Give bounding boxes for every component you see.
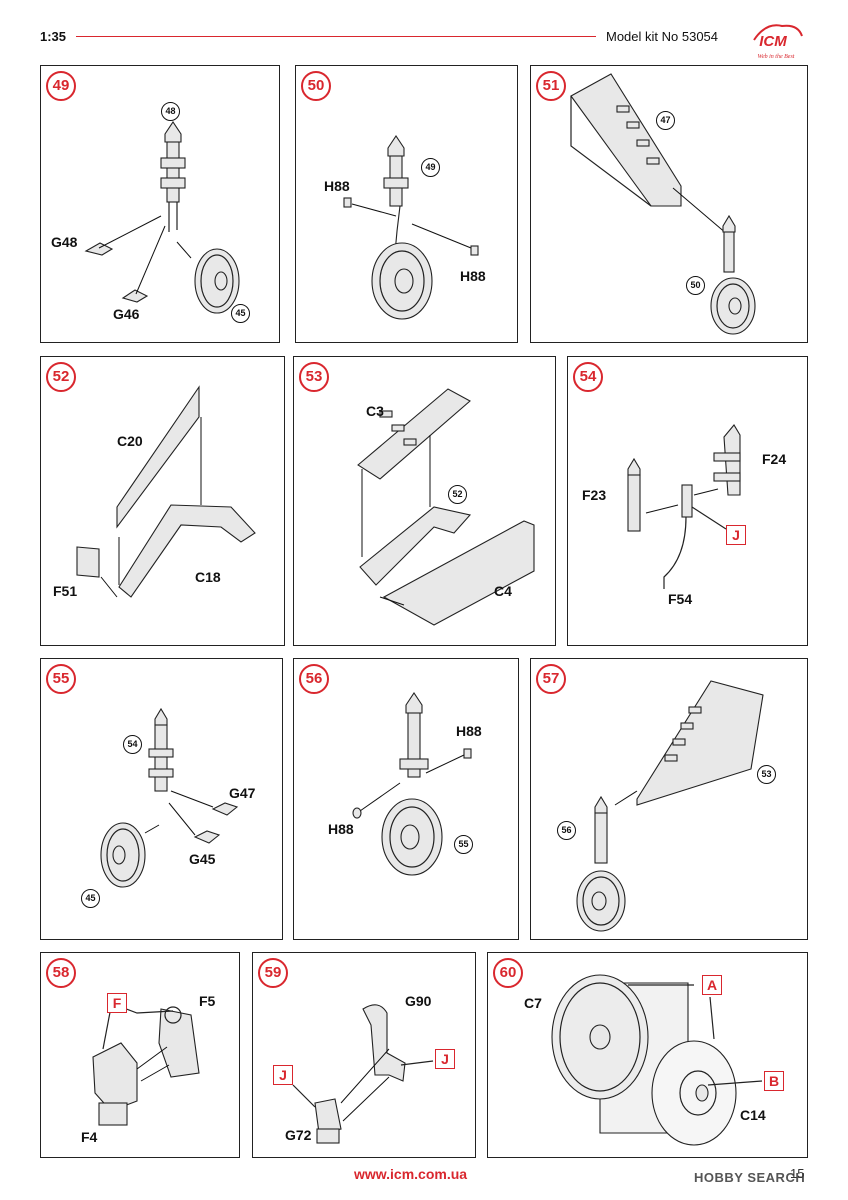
- ref-54: 54: [123, 735, 142, 754]
- part-C4: C4: [494, 583, 512, 599]
- part-C7: C7: [524, 995, 542, 1011]
- part-H88-left: H88: [328, 821, 354, 837]
- step-53-panel: 53 C3 52 C4: [293, 356, 556, 646]
- part-C20: C20: [117, 433, 143, 449]
- kit-number: Model kit No 53054: [606, 29, 719, 44]
- step-50-panel: 50 49 H88 H88: [295, 65, 518, 343]
- part-H88-left: H88: [324, 178, 350, 194]
- step-60-number: 60: [493, 958, 523, 988]
- ref-45: 45: [81, 889, 100, 908]
- step-49-drawing: [84, 121, 240, 314]
- step-55-drawing: [100, 707, 239, 888]
- step-56-drawing: [352, 692, 472, 876]
- color-mark-A: A: [702, 975, 722, 995]
- part-C3: C3: [366, 403, 384, 419]
- part-H88-right: H88: [456, 723, 482, 739]
- ref-52: 52: [448, 485, 467, 504]
- ref-48: 48: [161, 102, 180, 121]
- step-52-drawing: [76, 385, 256, 598]
- step-57-number: 57: [536, 664, 566, 694]
- step-55-panel: 55 54 G47 G45 45: [40, 658, 283, 940]
- color-mark-B: B: [764, 1071, 784, 1091]
- part-C18: C18: [195, 569, 221, 585]
- step-52-number: 52: [46, 362, 76, 392]
- step-49-panel: 49 48 G48 G46 45: [40, 65, 280, 343]
- step-55-number: 55: [46, 664, 76, 694]
- page-number: 15: [790, 1166, 805, 1181]
- step-58-panel: 58 F F5 F4: [40, 952, 240, 1158]
- step-58-number: 58: [46, 958, 76, 988]
- step-59-number: 59: [258, 958, 288, 988]
- scale-label: 1:35: [40, 29, 67, 44]
- part-F24: F24: [762, 451, 787, 467]
- part-F54: F54: [668, 591, 693, 607]
- part-F4: F4: [81, 1129, 98, 1145]
- logo-text: ICM: [759, 33, 787, 50]
- step-50-drawing: [343, 135, 479, 320]
- part-F5: F5: [199, 993, 216, 1009]
- watermark: HOBBY SEARCH: [694, 1170, 806, 1185]
- step-60-drawing: [551, 974, 763, 1146]
- step-60-panel: 60 C7 A B C14: [487, 952, 808, 1158]
- step-53-number: 53: [299, 362, 329, 392]
- step-58-drawing: [92, 1006, 200, 1126]
- part-G48: G48: [51, 234, 78, 250]
- part-G90: G90: [405, 993, 432, 1009]
- color-mark-J-right: J: [435, 1049, 455, 1069]
- step-49-number: 49: [46, 71, 76, 101]
- step-59-drawing: [292, 1004, 434, 1144]
- ref-45: 45: [231, 304, 250, 323]
- part-F23: F23: [582, 487, 607, 503]
- footer-url: www.icm.com.ua: [354, 1166, 468, 1182]
- step-53-drawing: [357, 388, 535, 626]
- part-F51: F51: [53, 583, 78, 599]
- step-54-panel: 54 F24 F23 J F54: [567, 356, 808, 646]
- ref-56: 56: [557, 821, 576, 840]
- color-mark-F: F: [107, 993, 127, 1013]
- step-59-panel: 59 G90 J J G72: [252, 952, 476, 1158]
- step-56-panel: 56 H88 H88 55: [293, 658, 519, 940]
- part-G72: G72: [285, 1127, 312, 1143]
- color-mark-J-left: J: [273, 1065, 293, 1085]
- ref-53: 53: [757, 765, 776, 784]
- ref-47: 47: [656, 111, 675, 130]
- part-C14: C14: [740, 1107, 766, 1123]
- part-G47: G47: [229, 785, 256, 801]
- icm-logo: ICM Web in the Best: [740, 18, 806, 62]
- step-52-panel: 52 C20 F51 C18: [40, 356, 285, 646]
- step-57-panel: 57 53 56: [530, 658, 808, 940]
- ref-50: 50: [686, 276, 705, 295]
- logo-tagline: Web in the Best: [758, 54, 795, 60]
- ref-55: 55: [454, 835, 473, 854]
- step-54-drawing: [627, 424, 741, 589]
- step-54-number: 54: [573, 362, 603, 392]
- part-G45: G45: [189, 851, 216, 867]
- step-50-number: 50: [301, 71, 331, 101]
- ref-49: 49: [421, 158, 440, 177]
- step-57-drawing: [576, 680, 764, 932]
- header-rule: [76, 36, 596, 37]
- part-H88-right: H88: [460, 268, 486, 284]
- color-mark-J: J: [726, 525, 746, 545]
- step-51-panel: 51 47 50: [530, 65, 808, 343]
- step-51-number: 51: [536, 71, 566, 101]
- step-56-number: 56: [299, 664, 329, 694]
- part-G46: G46: [113, 306, 140, 322]
- step-51-drawing: [570, 73, 756, 335]
